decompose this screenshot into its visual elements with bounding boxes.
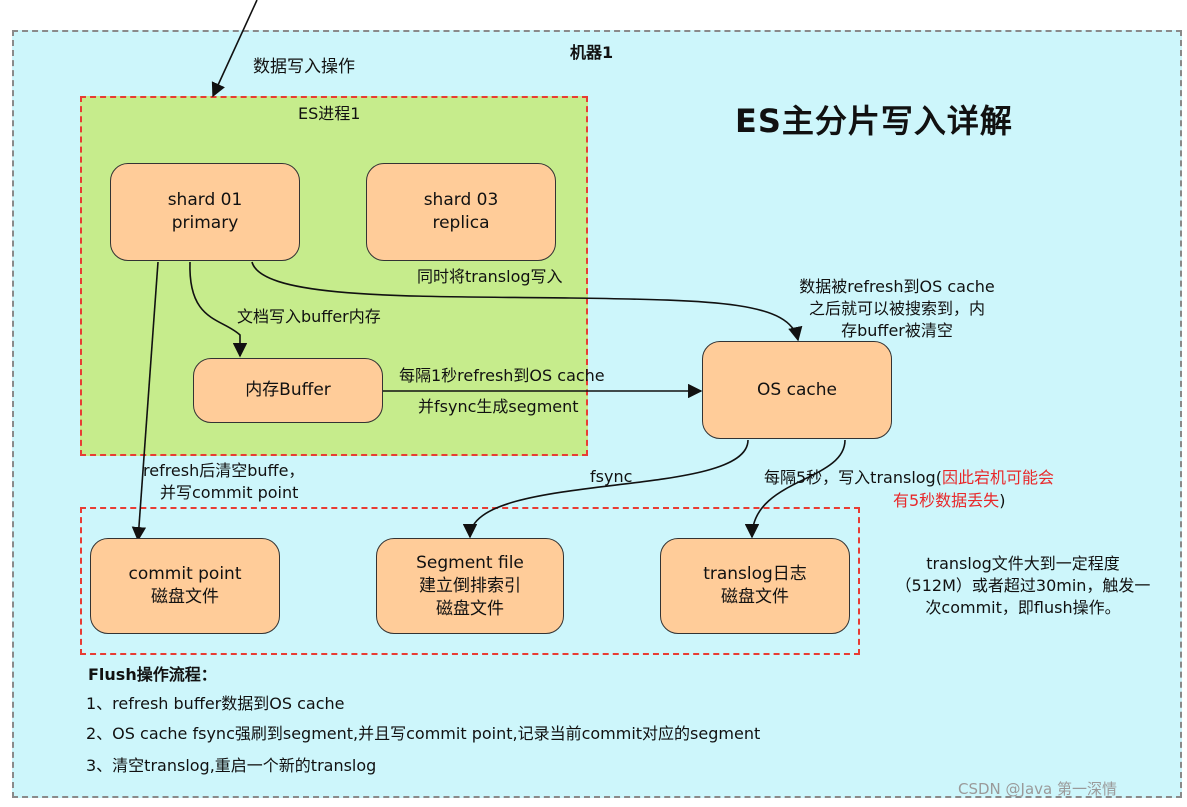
searchable-note: 数据被refresh到OS cache 之后就可以被搜索到，内 存buffer被… xyxy=(768,276,1026,342)
buffer-line1: 内存Buffer xyxy=(245,380,331,400)
searchable-line2: 之后就可以被搜索到，内 xyxy=(808,299,985,318)
shard-03-line1: shard 03 xyxy=(423,190,499,210)
write-op-arrow xyxy=(211,0,258,98)
watermark: CSDN @Java 第一深情 xyxy=(958,780,1117,798)
shard-01-line1: shard 01 xyxy=(167,190,243,210)
translog-line2: 磁盘文件 xyxy=(721,587,789,607)
segment-line1: Segment file xyxy=(416,552,524,573)
os-cache-line1: OS cache xyxy=(757,379,837,400)
flush-step-3: 3、清空translog,重启一个新的translog xyxy=(86,756,377,775)
es-process-label: ES进程1 xyxy=(298,104,361,123)
translog-interval-suffix: ) xyxy=(999,491,1006,510)
translog-line1: translog日志 xyxy=(703,564,807,584)
shard-03-replica-node: shard 03 replica xyxy=(366,163,556,261)
translog-note-line2: （512M）或者超过30min，触发一 xyxy=(895,576,1151,595)
shard-01-line2: primary xyxy=(171,213,239,233)
diagram-title: ES主分片写入详解 xyxy=(735,102,1013,140)
flush-step-1: 1、refresh buffer数据到OS cache xyxy=(86,694,345,713)
machine-label: 机器1 xyxy=(570,43,614,62)
write-op-label: 数据写入操作 xyxy=(253,57,355,77)
translog-interval-warning1: 因此宕机可能会 xyxy=(941,468,1054,487)
oscache-to-segment-arrow xyxy=(462,439,749,539)
translog-interval-line1: 每隔5秒，写入translog(因此宕机可能会 xyxy=(764,467,1054,489)
shard-03-line2: replica xyxy=(432,213,490,233)
oscache-to-translog-arrow xyxy=(744,439,846,539)
translog-flush-note: translog文件大到一定程度 （512M）或者超过30min，触发一 次co… xyxy=(868,553,1178,619)
os-cache-node: OS cache xyxy=(702,341,892,439)
refresh-label-line1: 每隔1秒refresh到OS cache xyxy=(399,366,605,385)
flush-title: Flush操作流程： xyxy=(88,665,217,684)
translog-node: translog日志 磁盘文件 xyxy=(660,538,850,634)
shard-01-primary-node: shard 01 primary xyxy=(110,163,300,261)
shard-to-oscache-arrow xyxy=(251,261,803,342)
memory-buffer-node: 内存Buffer xyxy=(193,358,383,423)
translog-note-line1: translog文件大到一定程度 xyxy=(926,554,1120,573)
segment-line2: 建立倒排索引 xyxy=(419,575,521,596)
shard-to-commit-arrow xyxy=(131,261,159,542)
commit-point-node: commit point 磁盘文件 xyxy=(90,538,280,634)
translog-interval-prefix: 每隔5秒，写入translog( xyxy=(764,468,942,487)
disk-files-container xyxy=(80,507,860,655)
flush-step-2: 2、OS cache fsync强刷到segment,并且写commit poi… xyxy=(86,724,761,743)
translog-write-label: 同时将translog写入 xyxy=(417,267,563,286)
translog-note-line3: 次commit，即flush操作。 xyxy=(925,598,1121,617)
shard-to-buffer-arrow xyxy=(189,261,248,358)
segment-line3: 磁盘文件 xyxy=(436,598,504,619)
clear-label-line2: 并写commit point xyxy=(160,483,299,502)
clear-label-line1: refresh后清空buffe， xyxy=(143,461,305,480)
buffer-write-label: 文档写入buffer内存 xyxy=(237,307,381,326)
commit-line1: commit point xyxy=(128,564,242,584)
fsync-label: fsync xyxy=(590,467,633,486)
commit-line2: 磁盘文件 xyxy=(151,587,219,607)
searchable-line3: 存buffer被清空 xyxy=(841,321,953,340)
refresh-label-line2: 并fsync生成segment xyxy=(418,397,579,416)
translog-interval-warning2: 有5秒数据丢失 xyxy=(893,491,1000,510)
segment-file-node: Segment file 建立倒排索引 磁盘文件 xyxy=(376,538,564,634)
translog-interval-line2: 有5秒数据丢失) xyxy=(893,490,1005,512)
searchable-line1: 数据被refresh到OS cache xyxy=(799,277,995,296)
